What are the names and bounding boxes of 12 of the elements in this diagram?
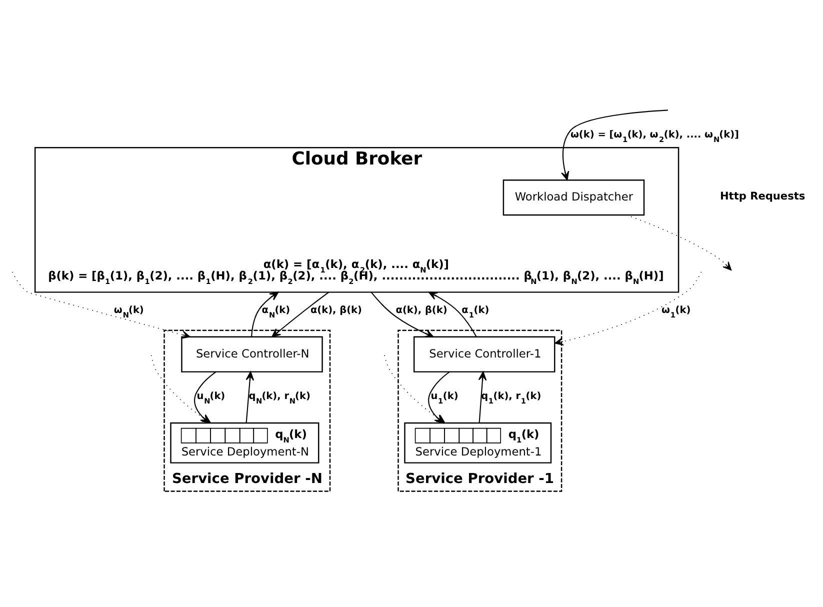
edge-label: ω$_{1}$(k) [661,305,691,320]
edge-label: α(k), β(k) [396,305,448,316]
edge-label: ω$_{N}$(k) [114,305,144,320]
edge-label: ω(k) = [ω$_{1}$(k), ω$_{2}$(k), .... ω$_{N}$(k)] [570,130,739,144]
edge-label: u$_{1}$(k) [430,391,458,406]
edge-label: q$_{N}$(k), r$_{N}$(k) [248,391,310,406]
edge-label: u$_{N}$(k) [196,391,226,406]
edge-label: α$_{1}$(k) [462,305,490,320]
edge-label: α$_{N}$(k) [262,305,290,320]
label: Http Requests [720,190,806,202]
edge-label: q$_{1}$(k), r$_{1}$(k) [481,391,542,406]
edge-label: α(k), β(k) [310,305,362,316]
